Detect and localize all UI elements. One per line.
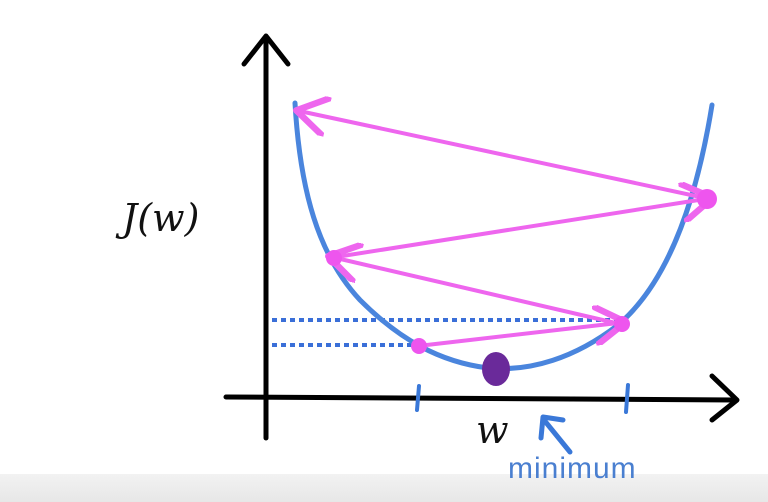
x-axis-arrowhead bbox=[709, 373, 740, 423]
minimum-point bbox=[482, 352, 510, 386]
step-arrow-1 bbox=[416, 323, 618, 348]
minimum-annotation: minimum bbox=[508, 452, 637, 485]
step-arrow-4 bbox=[304, 112, 707, 200]
cost-curve bbox=[292, 100, 715, 372]
bottom-strip bbox=[0, 474, 768, 502]
x-axis-label: w bbox=[476, 408, 509, 452]
x-axis bbox=[223, 394, 738, 403]
step-point-2 bbox=[614, 316, 630, 332]
step-point-4 bbox=[697, 189, 717, 209]
y-axis-arrowhead bbox=[241, 33, 291, 67]
step-point-1 bbox=[411, 338, 427, 354]
arrow-pointer-icon bbox=[538, 414, 573, 455]
y-axis-label: J(w) bbox=[122, 196, 200, 240]
x-tick-left bbox=[415, 384, 421, 412]
step-arrow-3 bbox=[334, 199, 705, 259]
step-arrow-2 bbox=[336, 258, 622, 326]
step-point-3 bbox=[326, 250, 342, 266]
x-tick-right bbox=[624, 383, 630, 414]
